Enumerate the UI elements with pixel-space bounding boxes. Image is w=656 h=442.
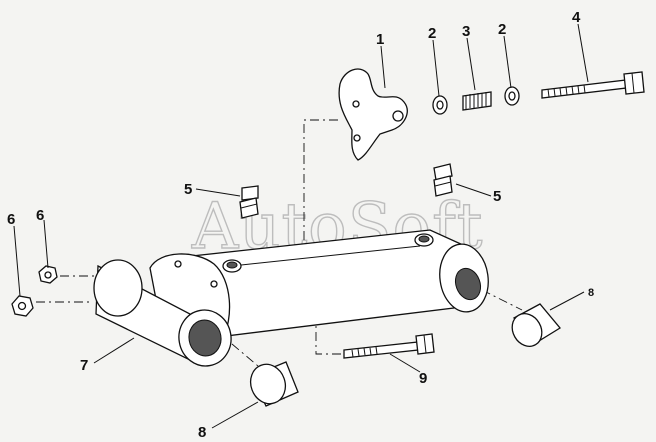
part-5-grease-fitting-right <box>433 163 453 197</box>
leader-lines <box>13 23 589 429</box>
callout-8-left: 8 <box>198 424 206 441</box>
callout-7: 7 <box>80 357 88 374</box>
fitting-boss-right <box>414 233 434 247</box>
part-5-grease-fitting-left <box>239 185 259 219</box>
part-2-washer-left <box>432 95 448 115</box>
part-6-nut-lower <box>11 295 34 317</box>
callout-2-right: 2 <box>498 21 506 38</box>
part-9-bolt <box>343 333 435 359</box>
callout-5-left: 5 <box>184 181 192 198</box>
part-2-washer-right <box>504 86 520 106</box>
main-tube-housing <box>191 229 489 337</box>
part-7-sleeve <box>93 259 232 367</box>
part-8-bushing-right <box>511 303 561 347</box>
callout-3: 3 <box>462 23 470 40</box>
assembly-line-bushing-left <box>231 343 259 367</box>
part-3-spring <box>462 91 492 111</box>
callout-8-right: 8 <box>588 287 594 299</box>
callout-2-left: 2 <box>428 25 436 42</box>
callout-5-right: 5 <box>493 188 501 205</box>
callout-1: 1 <box>376 31 384 48</box>
part-1-bracket <box>338 68 408 161</box>
part-6-nut-upper <box>38 265 58 284</box>
part-8-bushing-left <box>249 361 299 407</box>
callout-6-lower: 6 <box>7 211 15 228</box>
assembly-line-bushing-right <box>481 289 523 311</box>
assembly-line-bracket <box>303 119 338 155</box>
part-4-bolt <box>541 71 645 99</box>
callout-6-upper: 6 <box>36 207 44 224</box>
callout-4: 4 <box>572 9 581 26</box>
callout-9: 9 <box>419 370 427 387</box>
fitting-boss-left <box>222 259 242 273</box>
